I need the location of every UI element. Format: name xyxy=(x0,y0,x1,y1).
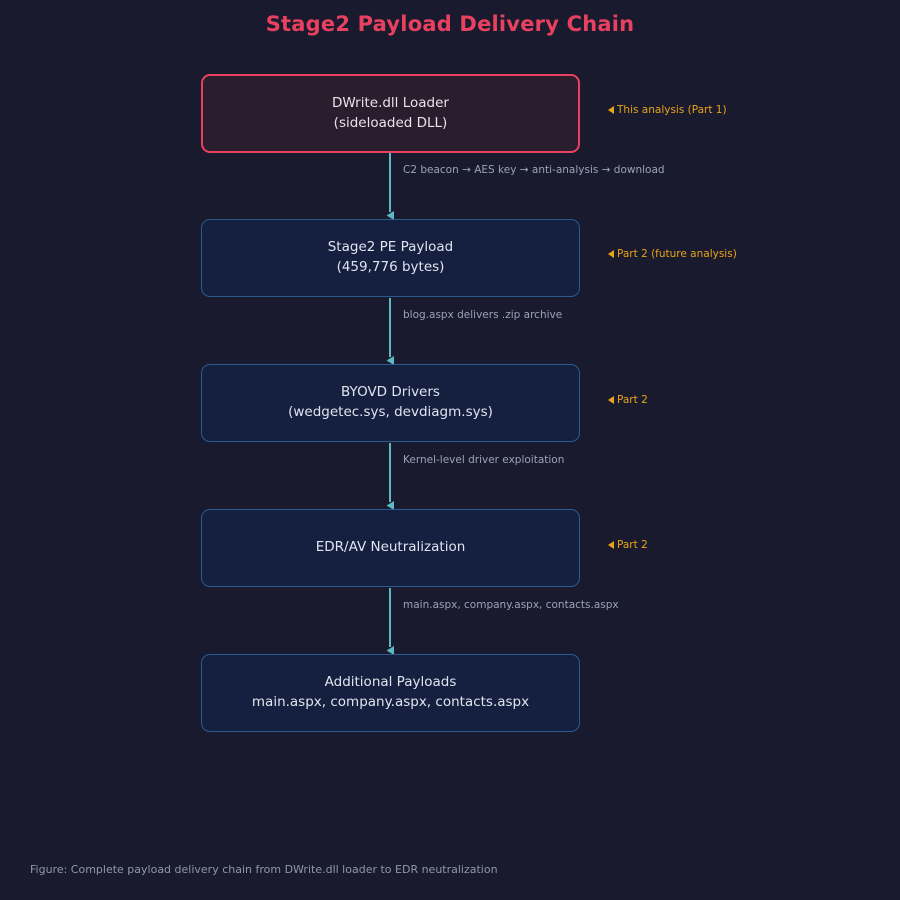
node-dwrite-loader-line2: (sideloaded DLL) xyxy=(333,114,448,131)
node-stage2-pe-payload-line2: (459,776 bytes) xyxy=(336,259,445,275)
annotation-dwrite-loader: This analysis (Part 1) xyxy=(608,104,727,116)
node-stage2-pe-payload[interactable]: Stage2 PE Payload (459,776 bytes) xyxy=(201,219,580,297)
annotation-dwrite-loader-label: This analysis (Part 1) xyxy=(617,104,727,116)
node-edr-av-neutralization-line1: EDR/AV Neutralization xyxy=(315,539,466,556)
node-byovd-drivers-line2: (wedgetec.sys, devdiagm.sys) xyxy=(288,404,493,420)
left-arrow-icon xyxy=(608,106,614,114)
edge-label-edr-to-additional: main.aspx, company.aspx, contacts.aspx xyxy=(403,599,619,611)
node-additional-payloads[interactable]: Additional Payloads main.aspx, company.a… xyxy=(201,654,580,732)
left-arrow-icon xyxy=(608,396,614,404)
node-dwrite-loader[interactable]: DWrite.dll Loader (sideloaded DLL) xyxy=(201,74,580,153)
annotation-byovd-drivers: Part 2 xyxy=(608,394,648,406)
edge-label-stage2-to-byovd: blog.aspx delivers .zip archive xyxy=(403,309,563,321)
annotation-stage2-pe-payload-label: Part 2 (future analysis) xyxy=(617,248,737,260)
node-byovd-drivers[interactable]: BYOVD Drivers (wedgetec.sys, devdiagm.sy… xyxy=(201,364,580,442)
node-stage2-pe-payload-line1: Stage2 PE Payload xyxy=(327,239,454,256)
edge-label-dwrite-to-stage2: C2 beacon → AES key → anti-analysis → do… xyxy=(403,164,665,176)
node-byovd-drivers-line1: BYOVD Drivers xyxy=(341,384,440,401)
annotation-edr-av-neutralization-label: Part 2 xyxy=(617,539,648,551)
annotation-byovd-drivers-label: Part 2 xyxy=(617,394,648,406)
left-arrow-icon xyxy=(608,250,614,258)
node-additional-payloads-line2: main.aspx, company.aspx, contacts.aspx xyxy=(251,694,530,710)
annotation-stage2-pe-payload: Part 2 (future analysis) xyxy=(608,248,737,260)
figure-caption: Figure: Complete payload delivery chain … xyxy=(30,863,498,876)
annotation-edr-av-neutralization: Part 2 xyxy=(608,539,648,551)
node-additional-payloads-line1: Additional Payloads xyxy=(324,674,457,691)
diagram-title: Stage2 Payload Delivery Chain xyxy=(265,12,635,36)
node-dwrite-loader-line1: DWrite.dll Loader xyxy=(332,94,449,111)
node-edr-av-neutralization[interactable]: EDR/AV Neutralization xyxy=(201,509,580,587)
edge-label-byovd-to-edr: Kernel-level driver exploitation xyxy=(403,454,565,466)
left-arrow-icon xyxy=(608,541,614,549)
